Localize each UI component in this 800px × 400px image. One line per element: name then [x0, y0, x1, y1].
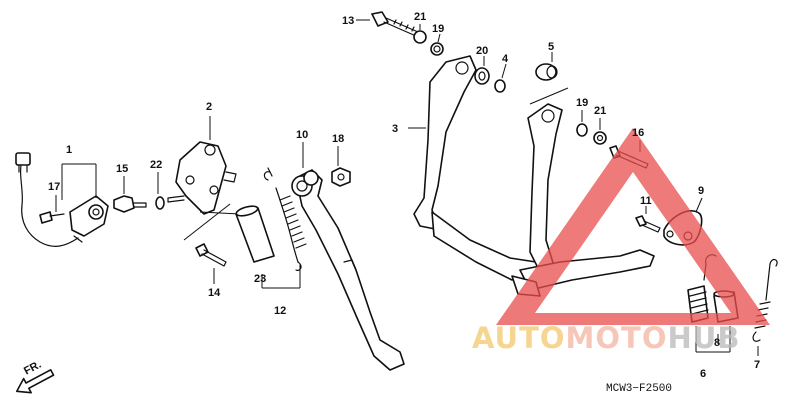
diagram-code: MCW3−F2500: [606, 383, 672, 395]
callout-7: 7: [754, 359, 760, 371]
callout-14: 14: [208, 287, 221, 299]
washer-22: [155, 196, 165, 210]
bush-20: [474, 67, 490, 85]
watermark: AUTOMOTOHUB: [472, 128, 770, 355]
nut-18: [331, 167, 351, 187]
collar-5: [535, 63, 558, 81]
callout-23: 23: [254, 273, 266, 285]
callout-13: 13: [342, 15, 354, 27]
side-stand-switch: [15, 152, 109, 247]
callout-2: 2: [206, 101, 212, 113]
washer-21-right: [593, 131, 607, 145]
watermark-triangle-icon: [496, 128, 770, 325]
callout-12: 12: [274, 305, 286, 317]
stand-switch-bracket: [167, 141, 237, 215]
washer-19-top: [430, 42, 444, 56]
front-arrow-icon: [16, 369, 55, 394]
washer-21-top: [413, 30, 427, 44]
main-stand: [413, 55, 655, 297]
callout-8: 8: [714, 337, 720, 349]
callout-21-right: 21: [594, 105, 606, 117]
bolt-11: [635, 215, 661, 233]
callout-18: 18: [332, 133, 344, 145]
callout-22: 22: [150, 159, 162, 171]
callout-3: 3: [392, 123, 398, 135]
bolt-17: [39, 211, 65, 224]
washer-4: [494, 79, 506, 93]
side-stand: [291, 169, 405, 371]
callout-10: 10: [296, 129, 308, 141]
bolt-14: [195, 243, 227, 267]
callout-5: 5: [548, 41, 554, 53]
callout-16: 16: [632, 127, 644, 139]
callout-11: 11: [640, 195, 652, 207]
callout-19-top: 19: [432, 23, 444, 35]
front-direction-arrow: FR.: [16, 359, 55, 394]
callout-21-top: 21: [414, 11, 426, 23]
watermark-hub: HUB: [668, 321, 741, 355]
side-stand-spring: [263, 167, 307, 271]
bolt-13: [371, 11, 419, 37]
callout-17: 17: [48, 181, 60, 193]
bolt-15: [113, 195, 147, 213]
watermark-auto: AUTO: [472, 321, 566, 355]
callout-20: 20: [476, 45, 488, 57]
callouts: 1 2 3 4 5 6 7 8 9 10 11 12 13 14 15 16 1…: [48, 11, 760, 380]
callout-9: 9: [698, 185, 704, 197]
svg-text:AUTOMOTOHUB: AUTOMOTOHUB: [472, 321, 740, 355]
washer-19-right: [576, 123, 588, 137]
callout-4: 4: [502, 53, 509, 65]
callout-15: 15: [116, 163, 128, 175]
callout-19-right: 19: [576, 97, 588, 109]
collar-23: [235, 205, 275, 263]
main-stand-spring-7: [752, 258, 778, 342]
watermark-moto: MOTO: [566, 321, 668, 355]
callout-6: 6: [700, 368, 706, 380]
callout-1: 1: [66, 144, 72, 156]
